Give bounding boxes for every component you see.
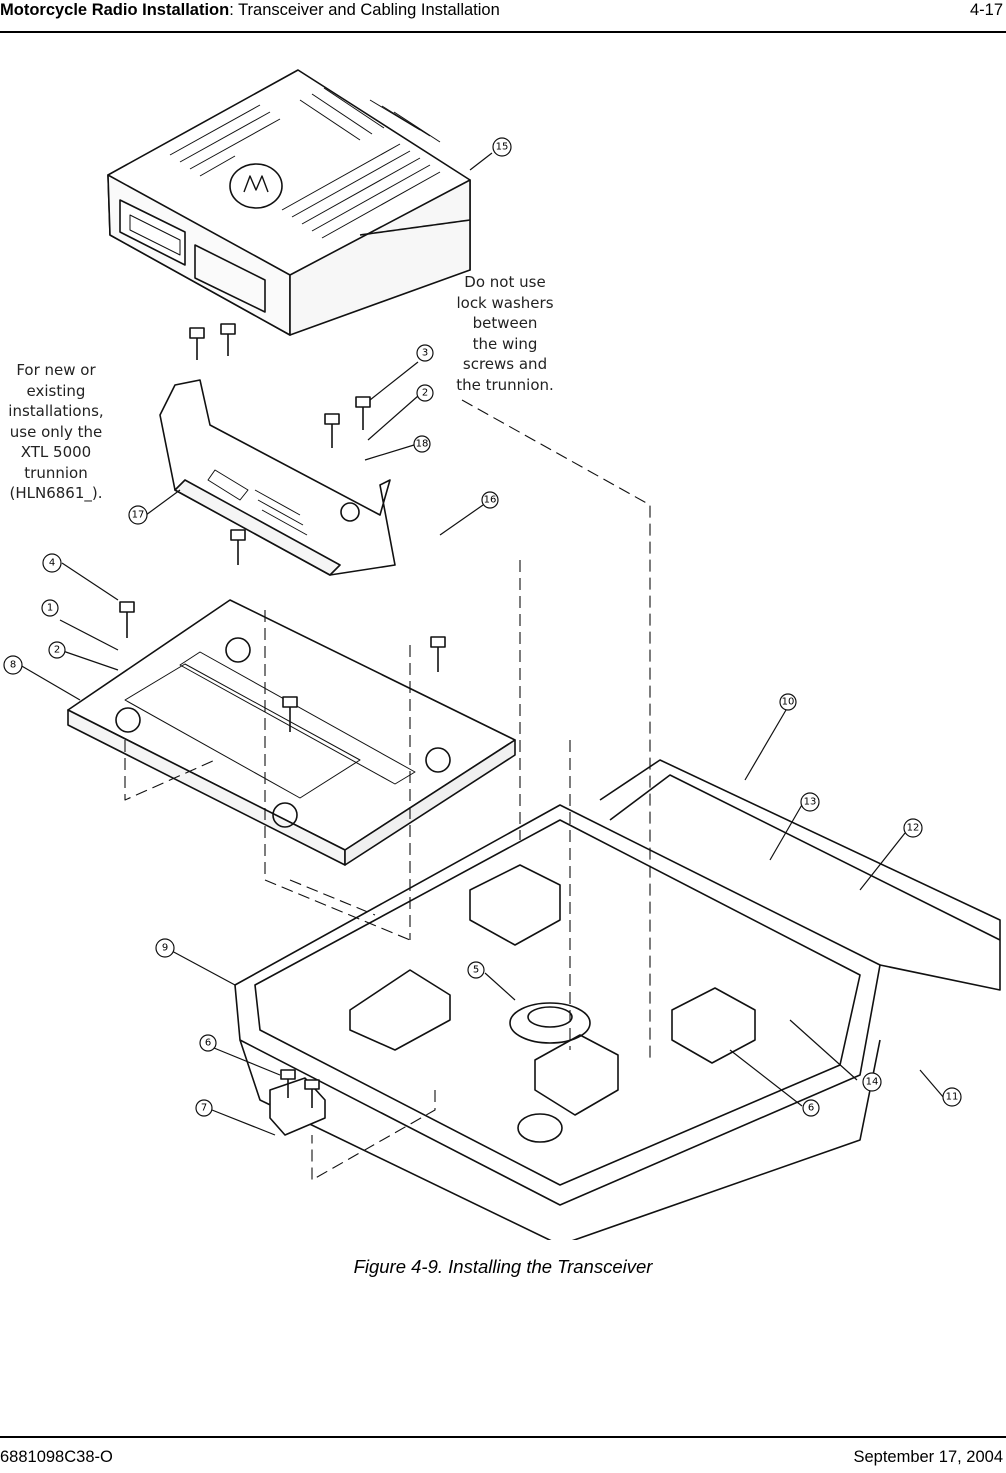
- note-trunnion-line: use only the: [9, 422, 103, 441]
- footer-rule: [0, 1436, 1006, 1438]
- note-trunnion-line: installations,: [8, 402, 104, 420]
- header-title-rest: : Transceiver and Cabling Installation: [229, 1, 500, 19]
- callout-3: 3: [422, 348, 428, 359]
- callout-4: 4: [49, 558, 55, 569]
- callout-2-upper: 2: [422, 388, 428, 399]
- leader-lines: [19, 152, 945, 1136]
- figure-caption: Figure 4-9. Installing the Transceiver: [353, 1256, 653, 1277]
- callout-numbers: 15 3 2 18 16 17 4 1 2 8 10 13 12 9 5 6 7…: [10, 142, 959, 1114]
- callout-6-left: 6: [205, 1038, 211, 1049]
- callout-14: 14: [866, 1077, 879, 1088]
- callout-8: 8: [10, 660, 16, 671]
- note-lock-washers: Do not use lock washers between the wing…: [445, 272, 565, 395]
- note-lock-washers-line: lock washers: [456, 293, 554, 312]
- note-lock-washers-line: between: [472, 314, 538, 332]
- header-rule: [0, 31, 1006, 33]
- callout-12: 12: [907, 823, 920, 834]
- header-title: Motorcycle Radio Installation: Transceiv…: [0, 0, 500, 20]
- callout-15: 15: [496, 142, 509, 153]
- callout-9: 9: [162, 943, 168, 954]
- header-title-bold: Motorcycle Radio Installation: [0, 1, 230, 19]
- callout-16: 16: [484, 495, 497, 506]
- trunnion-bracket: [159, 379, 396, 576]
- note-trunnion-line: trunnion: [24, 463, 88, 482]
- exploded-diagram: 15 3 2 18 16 17 4 1 2 8 10 13 12 9 5 6 7…: [3, 69, 1001, 1240]
- page-header: Motorcycle Radio Installation: Transceiv…: [0, 0, 1006, 33]
- note-trunnion-line: existing: [26, 381, 86, 400]
- note-lock-washers-line: the trunnion.: [456, 375, 554, 394]
- document-number: 6881098C38-O: [0, 1448, 113, 1466]
- callout-1: 1: [47, 603, 53, 614]
- callout-5: 5: [473, 965, 479, 976]
- document-date: September 17, 2004: [853, 1448, 1003, 1466]
- transceiver-radio: [107, 69, 471, 336]
- installation-figure: 15 3 2 18 16 17 4 1 2 8 10 13 12 9 5 6 7…: [0, 60, 1006, 1240]
- note-lock-washers-line: screws and: [462, 355, 548, 373]
- callout-18: 18: [416, 439, 429, 450]
- note-lock-washers-line: the wing: [472, 334, 538, 353]
- mounting-plate: [67, 599, 516, 866]
- callout-11: 11: [946, 1092, 959, 1103]
- callout-13: 13: [804, 797, 817, 808]
- note-trunnion-line: For new or: [16, 361, 96, 379]
- page-number: 4-17: [969, 1, 1003, 19]
- callout-17: 17: [132, 510, 145, 521]
- callout-2-lower: 2: [54, 645, 60, 656]
- callout-6-right: 6: [808, 1103, 814, 1114]
- note-trunnion-line: (HLN6861_).: [9, 484, 103, 502]
- note-trunnion-line: XTL 5000: [20, 443, 92, 461]
- note-trunnion: For new or existing installations, use o…: [0, 360, 112, 504]
- note-lock-washers-line: Do not use: [464, 273, 546, 291]
- alignment-lines: [124, 399, 651, 1181]
- callout-10: 10: [782, 697, 795, 708]
- callout-7: 7: [201, 1103, 207, 1114]
- screws: [119, 323, 446, 1108]
- callout-circles: [3, 137, 962, 1117]
